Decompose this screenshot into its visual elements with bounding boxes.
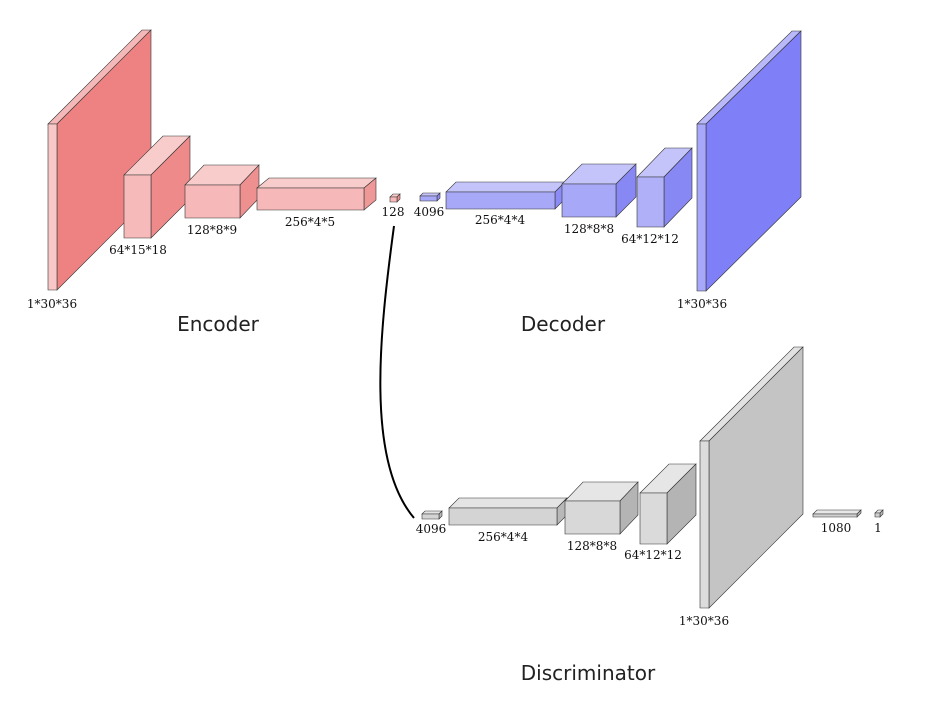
decoder-layer-2-box xyxy=(445,181,566,210)
encoder-layer-1-label: 1*30*36 xyxy=(27,297,77,311)
encoder-layer-3-box xyxy=(184,164,260,219)
discriminator-layer-5-label: 1*30*36 xyxy=(679,614,729,628)
decoder-title: Decoder xyxy=(521,312,606,336)
decoder-layer-2-label: 256*4*4 xyxy=(475,213,526,227)
decoder-layer-1-label: 4096 xyxy=(414,205,445,219)
encoder-group: 1*30*36 64*15*18 128*8*9 256*4*5 128 xyxy=(27,29,405,336)
discriminator-layer-4-box xyxy=(639,463,697,545)
discriminator-layer-2-box xyxy=(448,497,568,526)
discriminator-layer-3-label: 128*8*8 xyxy=(567,539,617,553)
discriminator-layer-3-box xyxy=(564,481,639,535)
encoder-layer-4-box xyxy=(256,177,377,211)
encoder-latent-box xyxy=(389,193,401,203)
discriminator-layer-6-label: 1080 xyxy=(821,521,852,535)
encoder-layer-4-label: 256*4*5 xyxy=(285,215,335,229)
encoder-latent-label: 128 xyxy=(382,205,405,219)
encoder-layer-3-label: 128*8*9 xyxy=(187,223,237,237)
latent-connector-curve xyxy=(379,225,415,519)
encoder-layer-1-box xyxy=(47,29,152,291)
decoder-layer-1-box xyxy=(419,192,441,202)
discriminator-layer-1-box xyxy=(421,510,443,520)
decoder-layer-3-box xyxy=(561,163,637,218)
decoder-layer-5-box xyxy=(696,30,802,292)
decoder-layer-3-label: 128*8*8 xyxy=(564,222,614,236)
discriminator-layer-7-label: 1 xyxy=(874,521,882,535)
discriminator-layer-1-label: 4096 xyxy=(416,522,447,536)
discriminator-group: 4096 256*4*4 128*8*8 64*12*12 1*30*3 xyxy=(416,346,884,685)
discriminator-layer-6-box xyxy=(812,509,862,518)
discriminator-layer-7-box xyxy=(874,509,884,518)
discriminator-title: Discriminator xyxy=(521,661,656,685)
encoder-title: Encoder xyxy=(177,312,260,336)
discriminator-layer-5-box xyxy=(699,346,804,609)
decoder-layer-4-label: 64*12*12 xyxy=(621,232,679,246)
discriminator-layer-2-label: 256*4*4 xyxy=(478,530,529,544)
decoder-layer-5-label: 1*30*36 xyxy=(677,297,727,311)
discriminator-layer-4-label: 64*12*12 xyxy=(624,548,682,562)
encoder-layer-2-label: 64*15*18 xyxy=(109,243,167,257)
decoder-layer-4-box xyxy=(636,147,693,228)
decoder-group: 4096 256*4*4 128*8*8 64*12*12 1*30*3 xyxy=(414,30,802,336)
